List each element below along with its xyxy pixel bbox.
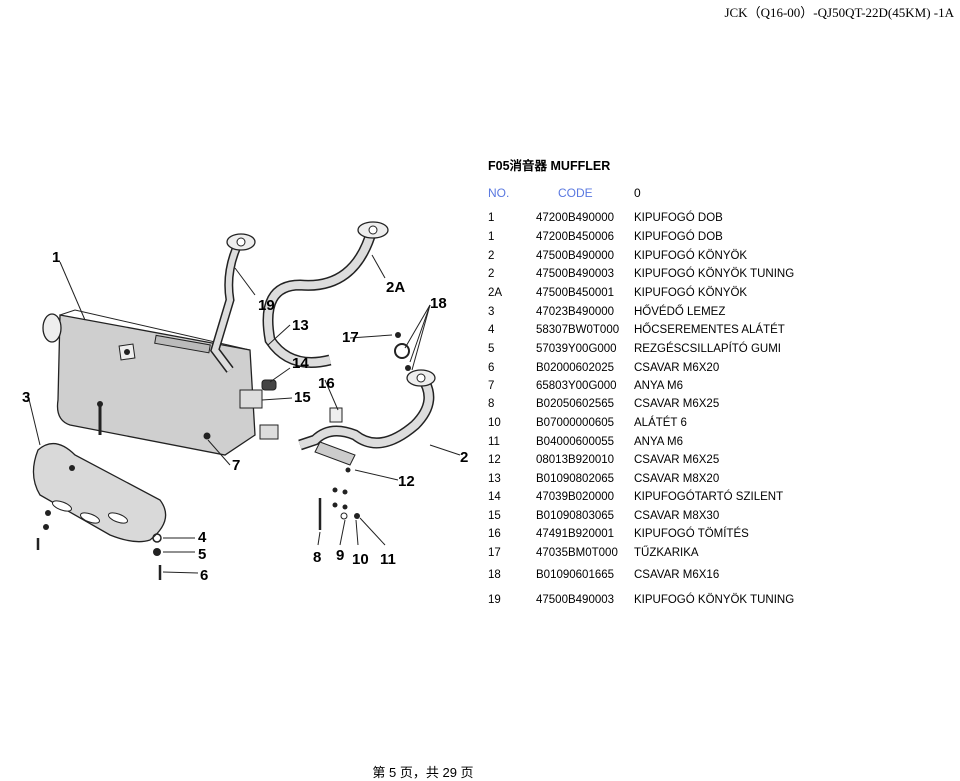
callout-12: 12: [398, 473, 415, 490]
part-number: 12: [488, 454, 501, 466]
callout-13: 13: [292, 317, 309, 334]
callout-2: 2: [460, 449, 468, 466]
part-name: CSAVAR M6X25: [634, 398, 720, 410]
callout-3: 3: [22, 389, 30, 406]
part-number: 16: [488, 528, 501, 540]
callout-19: 19: [258, 297, 275, 314]
part-code: 47500B450001: [536, 287, 615, 299]
part-number: 15: [488, 510, 501, 522]
part-code: B07000000605: [536, 417, 615, 429]
callout-17: 17: [342, 329, 359, 346]
part-name: KIPUFOGÓ KÖNYÖK TUNING: [634, 594, 795, 606]
part-number: 4: [488, 324, 495, 336]
part-code: 47500B490000: [536, 250, 615, 262]
part-name: KIPUFOGÓ DOB: [634, 231, 723, 243]
exhaust-pipe-19-part: [298, 369, 436, 466]
part-number: 1: [488, 212, 495, 224]
callout-11: 11: [380, 551, 396, 568]
part-number: 5: [488, 343, 495, 355]
part-name: CSAVAR M6X16: [634, 569, 720, 581]
part-name: TŰZKARIKA: [634, 547, 699, 559]
part-number: 8: [488, 398, 495, 410]
exhaust-pipe-2-part: [262, 221, 389, 368]
callout-6: 6: [200, 567, 208, 584]
muffler-exploded-diagram: 1 19 2A 18 13 17 14 16 15 3 7 2 12 4 5 6…: [22, 221, 468, 584]
part-name: KIPUFOGÓTARTÓ SZILENT: [634, 491, 784, 503]
part-code: 47500B490003: [536, 268, 615, 280]
part-code: 47023B490000: [536, 306, 615, 318]
part-name: ANYA M6: [634, 436, 683, 448]
callout-2a: 2A: [386, 279, 405, 296]
callout-14: 14: [292, 355, 309, 372]
exhaust-pipe-2a-part: [210, 233, 256, 373]
part-number: 2: [488, 268, 495, 280]
callout-5: 5: [198, 546, 206, 563]
part-code: B04000600055: [536, 436, 615, 448]
part-code: 47491B920001: [536, 528, 615, 540]
part-name: KIPUFOGÓ KÖNYÖK TUNING: [634, 268, 795, 280]
part-code: 08013B920010: [536, 454, 615, 466]
callout-4: 4: [198, 529, 207, 546]
part-name: KIPUFOGÓ KÖNYÖK: [634, 287, 748, 299]
callout-7: 7: [232, 457, 240, 474]
part-name: CSAVAR M8X20: [634, 473, 720, 485]
muffler-body-part: [42, 309, 256, 456]
gaskets-and-fasteners: [36, 332, 411, 580]
part-number: 10: [488, 417, 501, 429]
page-footer: 第 5 页，共 29 页: [372, 765, 474, 780]
part-code: 47200B490000: [536, 212, 615, 224]
part-name: CSAVAR M8X30: [634, 510, 720, 522]
part-name: CSAVAR M6X25: [634, 454, 720, 466]
part-code: 58307BW0T000: [536, 324, 620, 336]
part-code: 65803Y00G000: [536, 380, 617, 392]
heat-shield-part: [32, 443, 167, 543]
callout-15: 15: [294, 389, 311, 406]
part-code: B02000602025: [536, 362, 615, 374]
part-number: 2A: [488, 287, 503, 299]
part-number: 3: [488, 306, 495, 318]
part-name: KIPUFOGÓ KÖNYÖK: [634, 250, 748, 262]
leader-lines: [27, 254, 461, 574]
part-number: 19: [488, 594, 501, 606]
callout-10: 10: [352, 551, 369, 568]
part-code: 57039Y00G000: [536, 343, 617, 355]
callout-1: 1: [52, 249, 60, 266]
part-name: ALÁTÉT 6: [634, 417, 687, 429]
part-code: B01090601665: [536, 569, 615, 581]
part-name: REZGÉSCSILLAPÍTÓ GUMI: [634, 343, 781, 355]
column-header-name: 0: [634, 186, 641, 200]
part-code: 47039B020000: [536, 491, 615, 503]
part-name: HŐCSEREMENTES ALÁTÉT: [634, 324, 785, 336]
part-name: CSAVAR M6X20: [634, 362, 720, 374]
part-number: 7: [488, 380, 495, 392]
part-name: HŐVÉDŐ LEMEZ: [634, 306, 726, 318]
part-number: 14: [488, 491, 501, 503]
part-number: 1: [488, 231, 495, 243]
part-number: 6: [488, 362, 495, 374]
part-number: 13: [488, 473, 501, 485]
callout-18: 18: [430, 295, 447, 312]
section-title: F05消音器 MUFFLER: [488, 159, 611, 173]
column-header-no: NO.: [488, 186, 510, 200]
column-header-code: CODE: [558, 186, 593, 200]
part-code: 47200B450006: [536, 231, 615, 243]
part-name: ANYA M6: [634, 380, 683, 392]
part-code: B01090803065: [536, 510, 615, 522]
part-number: 17: [488, 547, 501, 559]
part-number: 2: [488, 250, 495, 262]
part-number: 11: [488, 436, 500, 448]
part-code: B01090802065: [536, 473, 615, 485]
part-code: B02050602565: [536, 398, 615, 410]
part-number: 18: [488, 569, 501, 581]
part-name: KIPUFOGÓ TÖMÍTÉS: [634, 528, 749, 540]
part-code: 47500B490003: [536, 594, 615, 606]
callout-8: 8: [313, 549, 321, 566]
part-code: 47035BM0T000: [536, 547, 618, 559]
callout-16: 16: [318, 375, 335, 392]
callout-9: 9: [336, 547, 344, 564]
callout-labels: 1 19 2A 18 13 17 14 16 15 3 7 2 12 4 5 6…: [22, 249, 468, 584]
document-header: JCK（Q16-00）-QJ50QT-22D(45KM) -1A: [724, 5, 954, 20]
part-name: KIPUFOGÓ DOB: [634, 212, 723, 224]
